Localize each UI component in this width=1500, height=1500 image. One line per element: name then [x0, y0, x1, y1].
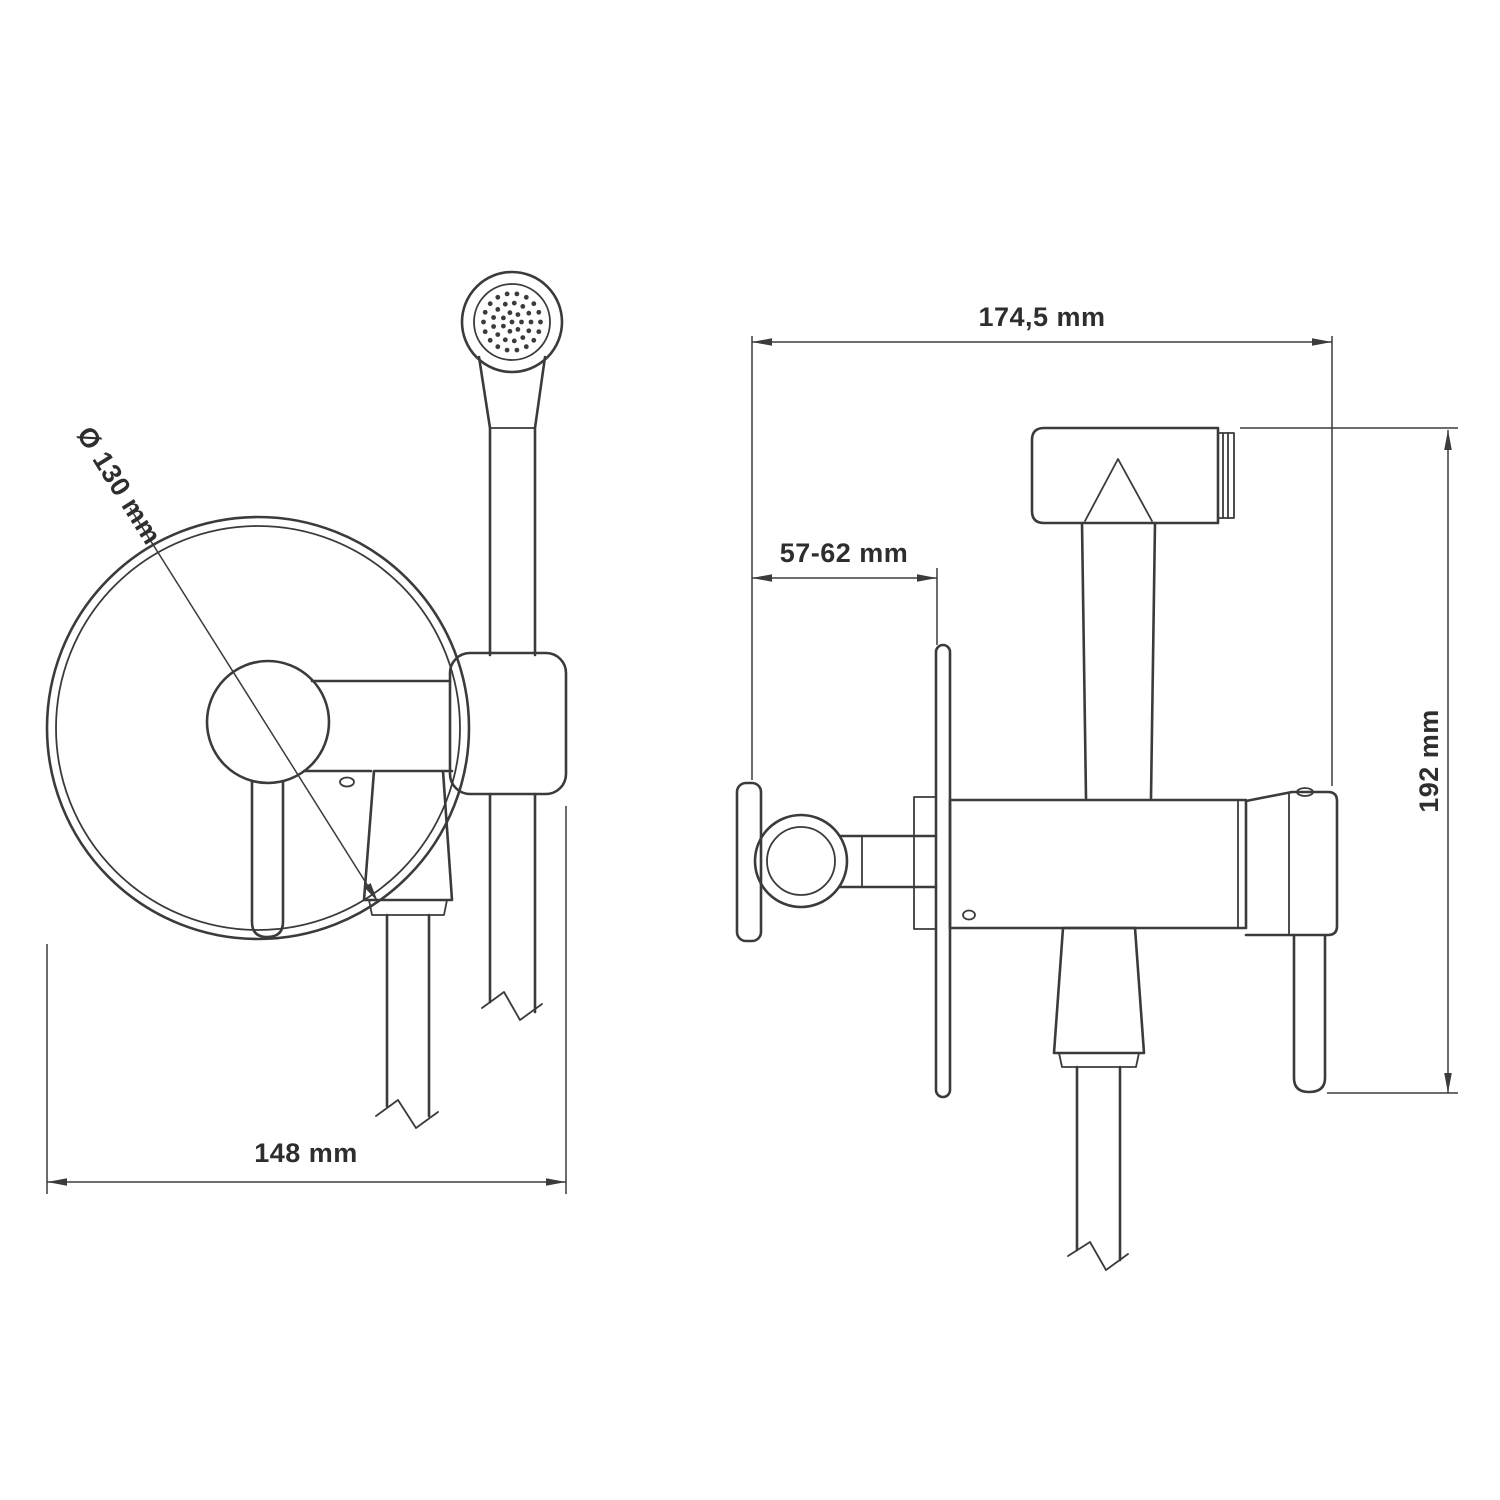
wall-plate-inner: [55, 525, 461, 931]
dim-label-side-width: 174,5 mm: [978, 302, 1105, 332]
dim-label-recess-depth: 57-62 mm: [780, 538, 909, 568]
inlet-pipe: [838, 834, 938, 889]
shower-head-face: [473, 283, 551, 361]
shower-head-side: [1030, 426, 1220, 525]
side-view: 174,5 mm 57-62 mm 192 mm: [735, 302, 1458, 1271]
dim-witness-front-width: [46, 806, 567, 1194]
spray-holes: [481, 291, 543, 353]
inlet-wall-flange: [913, 796, 937, 930]
mixer-lever-side: [1292, 933, 1327, 1094]
wall-plate-edge: [934, 643, 952, 1099]
shower-handle-side: [1080, 521, 1157, 800]
mixer-lever: [250, 779, 285, 939]
shower-hose-break: [481, 991, 543, 1021]
shower-handle: [477, 355, 547, 657]
mixer-knob-side: [1244, 790, 1339, 937]
inlet-union-outer: [753, 813, 849, 909]
hose: [385, 913, 431, 1118]
shower-holder: [448, 651, 568, 796]
inlet-flange: [735, 781, 763, 943]
shower-neck-cone: [1084, 458, 1153, 522]
shower-head-outer: [460, 270, 564, 374]
wall-plate-outer: [45, 515, 471, 941]
hose-break: [375, 1099, 439, 1129]
temp-pin: [1296, 787, 1314, 797]
valve-body-screw: [962, 909, 976, 921]
dim-label-height: 192 mm: [1414, 709, 1444, 813]
hose-break-side: [1067, 1241, 1129, 1271]
dim-label-plate-diameter: Ø 130 mm: [71, 421, 167, 550]
dim-line-plate-diameter: [129, 507, 379, 903]
hose-cone-side: [1052, 926, 1146, 1055]
hose-collar-side: [1058, 1052, 1140, 1068]
dim-witness-side-width: [751, 336, 1333, 786]
hose-side: [1075, 1065, 1122, 1262]
mixer-knob: [205, 659, 331, 785]
housing-screw: [339, 776, 355, 788]
shower-cap-ribs: [1222, 432, 1229, 519]
front-view: Ø 130 mm 148 mm: [45, 270, 568, 1194]
dim-witness-height: [1240, 427, 1458, 1094]
dim-label-front-width: 148 mm: [254, 1138, 358, 1168]
hose-collar: [368, 899, 448, 916]
shower-hose: [488, 792, 537, 1014]
valve-body: [948, 798, 1248, 930]
inlet-union-inner: [766, 826, 836, 896]
hose-cone: [362, 769, 454, 902]
shower-cap: [1217, 432, 1235, 519]
